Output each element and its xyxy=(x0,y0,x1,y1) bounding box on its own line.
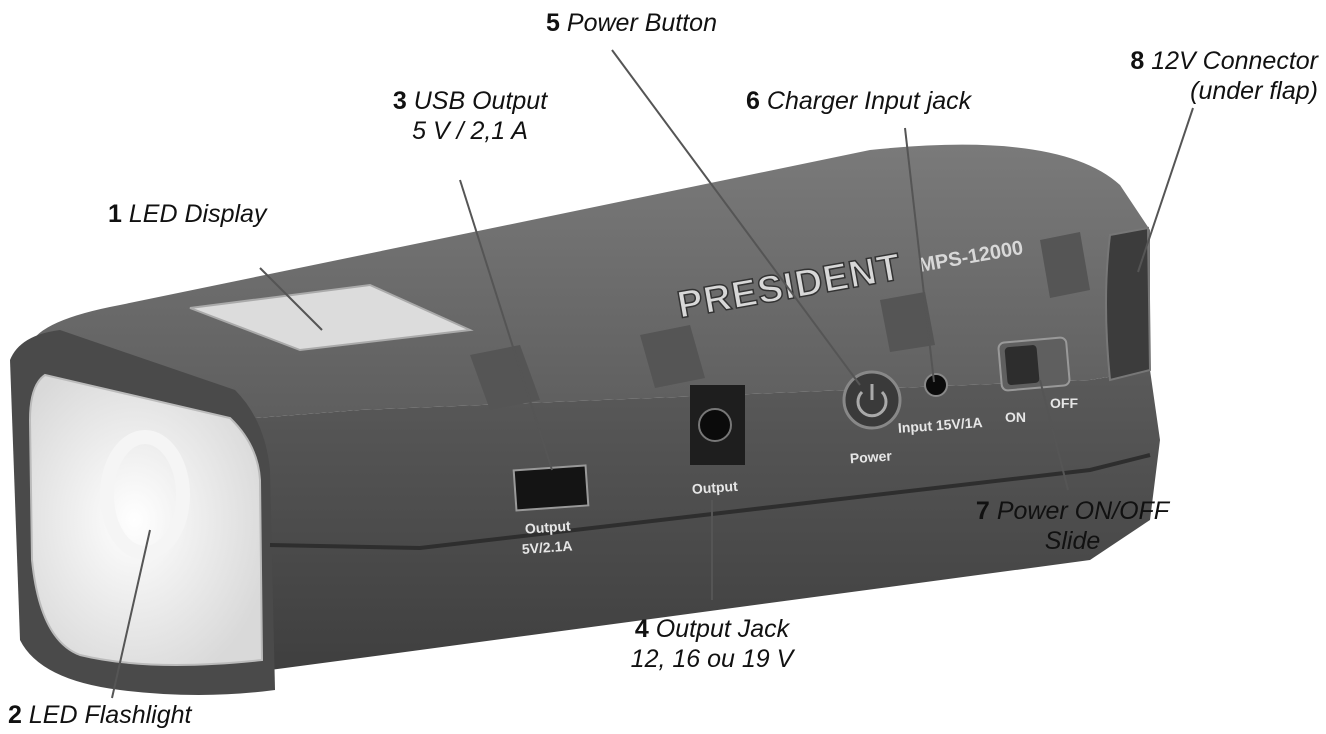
leader-line-7 xyxy=(1039,379,1069,491)
top-ridge xyxy=(1040,232,1090,298)
leader-line-6 xyxy=(904,127,935,383)
dc-output-jack xyxy=(698,408,732,442)
power-icon xyxy=(856,390,888,418)
callout-text: LED Display xyxy=(128,200,267,228)
callout-number: 1 xyxy=(108,200,122,228)
callout-number: 2 xyxy=(8,701,22,729)
dc-output-label: Output xyxy=(691,478,738,497)
callout-text: LED Flashlight xyxy=(28,701,192,729)
callout-text: Output Jack xyxy=(655,615,790,643)
power-slide-knob xyxy=(1004,345,1040,386)
leader-line-5 xyxy=(611,49,861,386)
callout-number: 5 xyxy=(546,9,560,37)
callout-number: 3 xyxy=(392,87,407,115)
device-front-face xyxy=(230,370,1160,670)
led-flashlight-lens xyxy=(28,373,264,666)
device-seam xyxy=(269,453,1151,551)
usb-port xyxy=(512,464,590,512)
switch-off-label: OFF xyxy=(1050,395,1078,411)
callout-subtext: (under flap) xyxy=(1190,77,1318,105)
callout-number: 6 xyxy=(746,87,760,115)
charger-input-port xyxy=(924,373,948,397)
device-top-face xyxy=(30,144,1150,420)
charger-input-label: Input 15V/1A xyxy=(897,414,983,436)
callout-number: 7 xyxy=(975,497,990,525)
callout-text: Power Button xyxy=(566,9,717,37)
callout-number: 4 xyxy=(634,615,649,643)
usb-rating-label: 5V/2.1A xyxy=(521,537,573,556)
leader-line-1 xyxy=(259,267,323,331)
leader-line-8 xyxy=(1137,107,1194,273)
switch-on-label: ON xyxy=(1005,409,1026,425)
callout-text: 12V Connector xyxy=(1151,47,1318,75)
top-ridge xyxy=(470,345,540,410)
usb-port-label: Output xyxy=(524,518,571,537)
led-display-window xyxy=(189,283,474,352)
top-ridge xyxy=(640,325,705,388)
connector-12v-flap xyxy=(1105,226,1152,382)
callout-number: 8 xyxy=(1130,47,1145,75)
top-ridge xyxy=(880,292,935,352)
callout-subtext: 5 V / 2,1 A xyxy=(412,117,528,145)
leader-line-2 xyxy=(111,529,151,699)
callout-subtext: 12, 16 ou 19 V xyxy=(630,645,794,673)
power-button-label: Power xyxy=(849,447,893,466)
callout-text: Power ON/OFF xyxy=(996,497,1170,525)
callout-subtext: Slide xyxy=(1044,527,1101,555)
callout-text: USB Output xyxy=(413,87,548,115)
leader-lines xyxy=(111,49,1194,699)
callout-text: Charger Input jack xyxy=(766,87,972,115)
leader-line-3 xyxy=(459,179,553,471)
